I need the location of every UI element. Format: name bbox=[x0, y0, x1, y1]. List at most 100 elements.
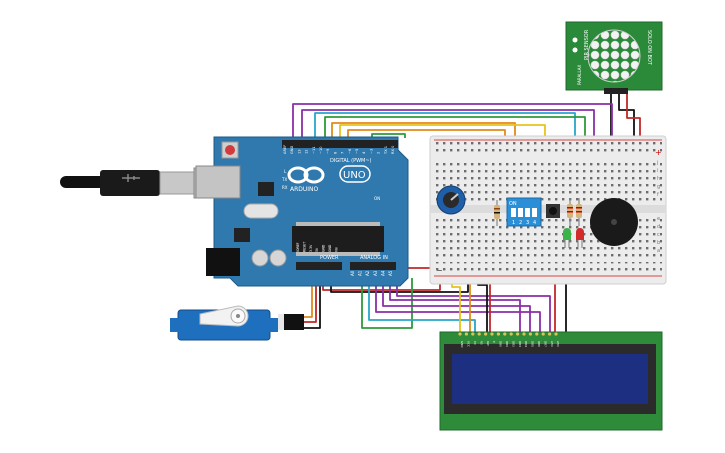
led-red bbox=[576, 228, 584, 248]
digital-pin-label: ~9 bbox=[326, 148, 330, 154]
power-jack bbox=[206, 248, 240, 276]
pir-bottom-label: PARALLAX bbox=[577, 64, 582, 85]
digital-pin-label: RX 0 bbox=[391, 145, 395, 154]
digital-label: DIGITAL (PWM~) bbox=[330, 158, 372, 164]
analog-label: ANALOG IN bbox=[360, 255, 388, 261]
lcd-pin bbox=[503, 332, 507, 336]
lcd-pin-label: LED bbox=[550, 341, 554, 346]
lcd-pin-label: VCC bbox=[467, 341, 471, 347]
digital-pin-label: 7 bbox=[341, 152, 345, 154]
digital-pin-label: ~3 bbox=[369, 149, 373, 154]
power-label: POWER bbox=[320, 255, 339, 261]
potentiometer[interactable] bbox=[436, 185, 466, 215]
pushbutton[interactable] bbox=[546, 204, 560, 218]
lcd-pin-label: RW bbox=[486, 341, 490, 346]
arduino-uno[interactable]: ARDUINO UNO DIGITAL (PWM~) ANALOG IN POW… bbox=[195, 136, 409, 287]
lcd-pin-label: DB2 bbox=[511, 341, 515, 347]
digital-pin-label: 13 bbox=[297, 149, 301, 154]
lcd-pin-label: DB1 bbox=[505, 341, 509, 347]
lcd-pin bbox=[548, 332, 552, 336]
lcd-pin-label: DB3 bbox=[518, 341, 522, 347]
usb-jack bbox=[195, 165, 241, 199]
dip-on-label: ON bbox=[509, 201, 517, 207]
lcd-pin-label: DB6 bbox=[537, 341, 541, 347]
resistor-3 bbox=[576, 198, 582, 226]
analog-pin-label: A2 bbox=[365, 270, 370, 276]
lcd-pin bbox=[496, 332, 500, 336]
lcd-pin bbox=[471, 332, 475, 336]
wire-servo-black bbox=[304, 286, 321, 329]
breadboard-row-letter: g bbox=[657, 184, 660, 190]
breadboard-row-letter: h bbox=[657, 176, 660, 182]
lcd-pin-label: DB4 bbox=[524, 341, 528, 347]
dip-number: 1 bbox=[512, 220, 515, 226]
piezo-buzzer bbox=[590, 198, 638, 246]
breadboard-row-letter: a bbox=[657, 248, 660, 254]
digital-pin-label: 12 bbox=[305, 149, 309, 154]
power-pin-label: GND bbox=[328, 244, 332, 252]
wire-cyan-analog bbox=[368, 260, 476, 333]
breadboard-row-letter: b bbox=[657, 240, 660, 246]
power-pin-label: 3.3V bbox=[309, 244, 313, 252]
pir-left-label: PIR SENSOR bbox=[584, 29, 590, 60]
analog-pin-label: A3 bbox=[373, 270, 378, 276]
wire-green-top bbox=[324, 116, 586, 148]
breadboard-row-letter: f bbox=[657, 192, 659, 198]
analog-pin-label: A1 bbox=[358, 270, 363, 276]
analog-header bbox=[350, 262, 396, 270]
digital-pin-label: ~11 bbox=[312, 146, 316, 154]
lcd-pin bbox=[535, 332, 539, 336]
atmega-chip bbox=[292, 226, 384, 252]
resistors bbox=[494, 198, 582, 226]
lcd-pin bbox=[490, 332, 494, 336]
lcd-pin bbox=[484, 332, 488, 336]
led-green bbox=[563, 228, 571, 248]
digital-pin-label: GND bbox=[290, 146, 294, 154]
pir-dome bbox=[587, 29, 641, 83]
lcd-pin bbox=[528, 332, 533, 336]
lcd-pin bbox=[458, 332, 462, 336]
pir-sensor: PIR SENSOR SOLO ON BOT PARALLAX bbox=[565, 21, 663, 94]
analog-pin-label: A5 bbox=[388, 270, 393, 276]
dip-number: 4 bbox=[533, 220, 536, 226]
wire-purple-top bbox=[292, 103, 613, 148]
power-pin-label: IOREF bbox=[296, 242, 300, 252]
breadboard-row-letter: j bbox=[656, 160, 658, 166]
wire-green-2 bbox=[371, 133, 406, 138]
arduino-brand: ARDUINO bbox=[290, 186, 319, 193]
lcd-pin bbox=[464, 332, 468, 336]
power-pin-label: Vin bbox=[334, 247, 338, 252]
rail-minus-label: − bbox=[436, 266, 443, 275]
lcd-pin-label: V0 bbox=[473, 341, 477, 345]
digital-pin-label: AREF bbox=[283, 145, 287, 154]
lcd-screen bbox=[452, 354, 648, 404]
servo-motor bbox=[170, 305, 304, 341]
analog-pin-label: A4 bbox=[380, 270, 385, 276]
dip-number: 2 bbox=[519, 220, 522, 226]
wire-cyan-top bbox=[314, 112, 576, 148]
lcd-pin-label: GND bbox=[460, 341, 464, 347]
lcd-pin bbox=[541, 332, 545, 336]
power-pin-label: RESET bbox=[302, 242, 306, 252]
digital-pin-label: 4 bbox=[362, 151, 366, 154]
wire-green-analog bbox=[361, 260, 413, 329]
lcd-pin bbox=[522, 332, 526, 336]
on-label: ON bbox=[374, 196, 380, 201]
rx-label: RX bbox=[282, 185, 288, 190]
power-pin-label: 5V bbox=[315, 247, 319, 252]
wire-pir-vcc bbox=[626, 93, 641, 148]
resistor-2 bbox=[567, 198, 573, 226]
lcd-pin-label: DB7 bbox=[543, 341, 547, 347]
power-pin-label: GND bbox=[322, 244, 326, 252]
analog-pin-label: A0 bbox=[350, 270, 355, 276]
power-header bbox=[296, 262, 342, 270]
lcd-pin-label: E bbox=[492, 341, 496, 343]
lcd-pin-label: DB5 bbox=[531, 341, 535, 347]
